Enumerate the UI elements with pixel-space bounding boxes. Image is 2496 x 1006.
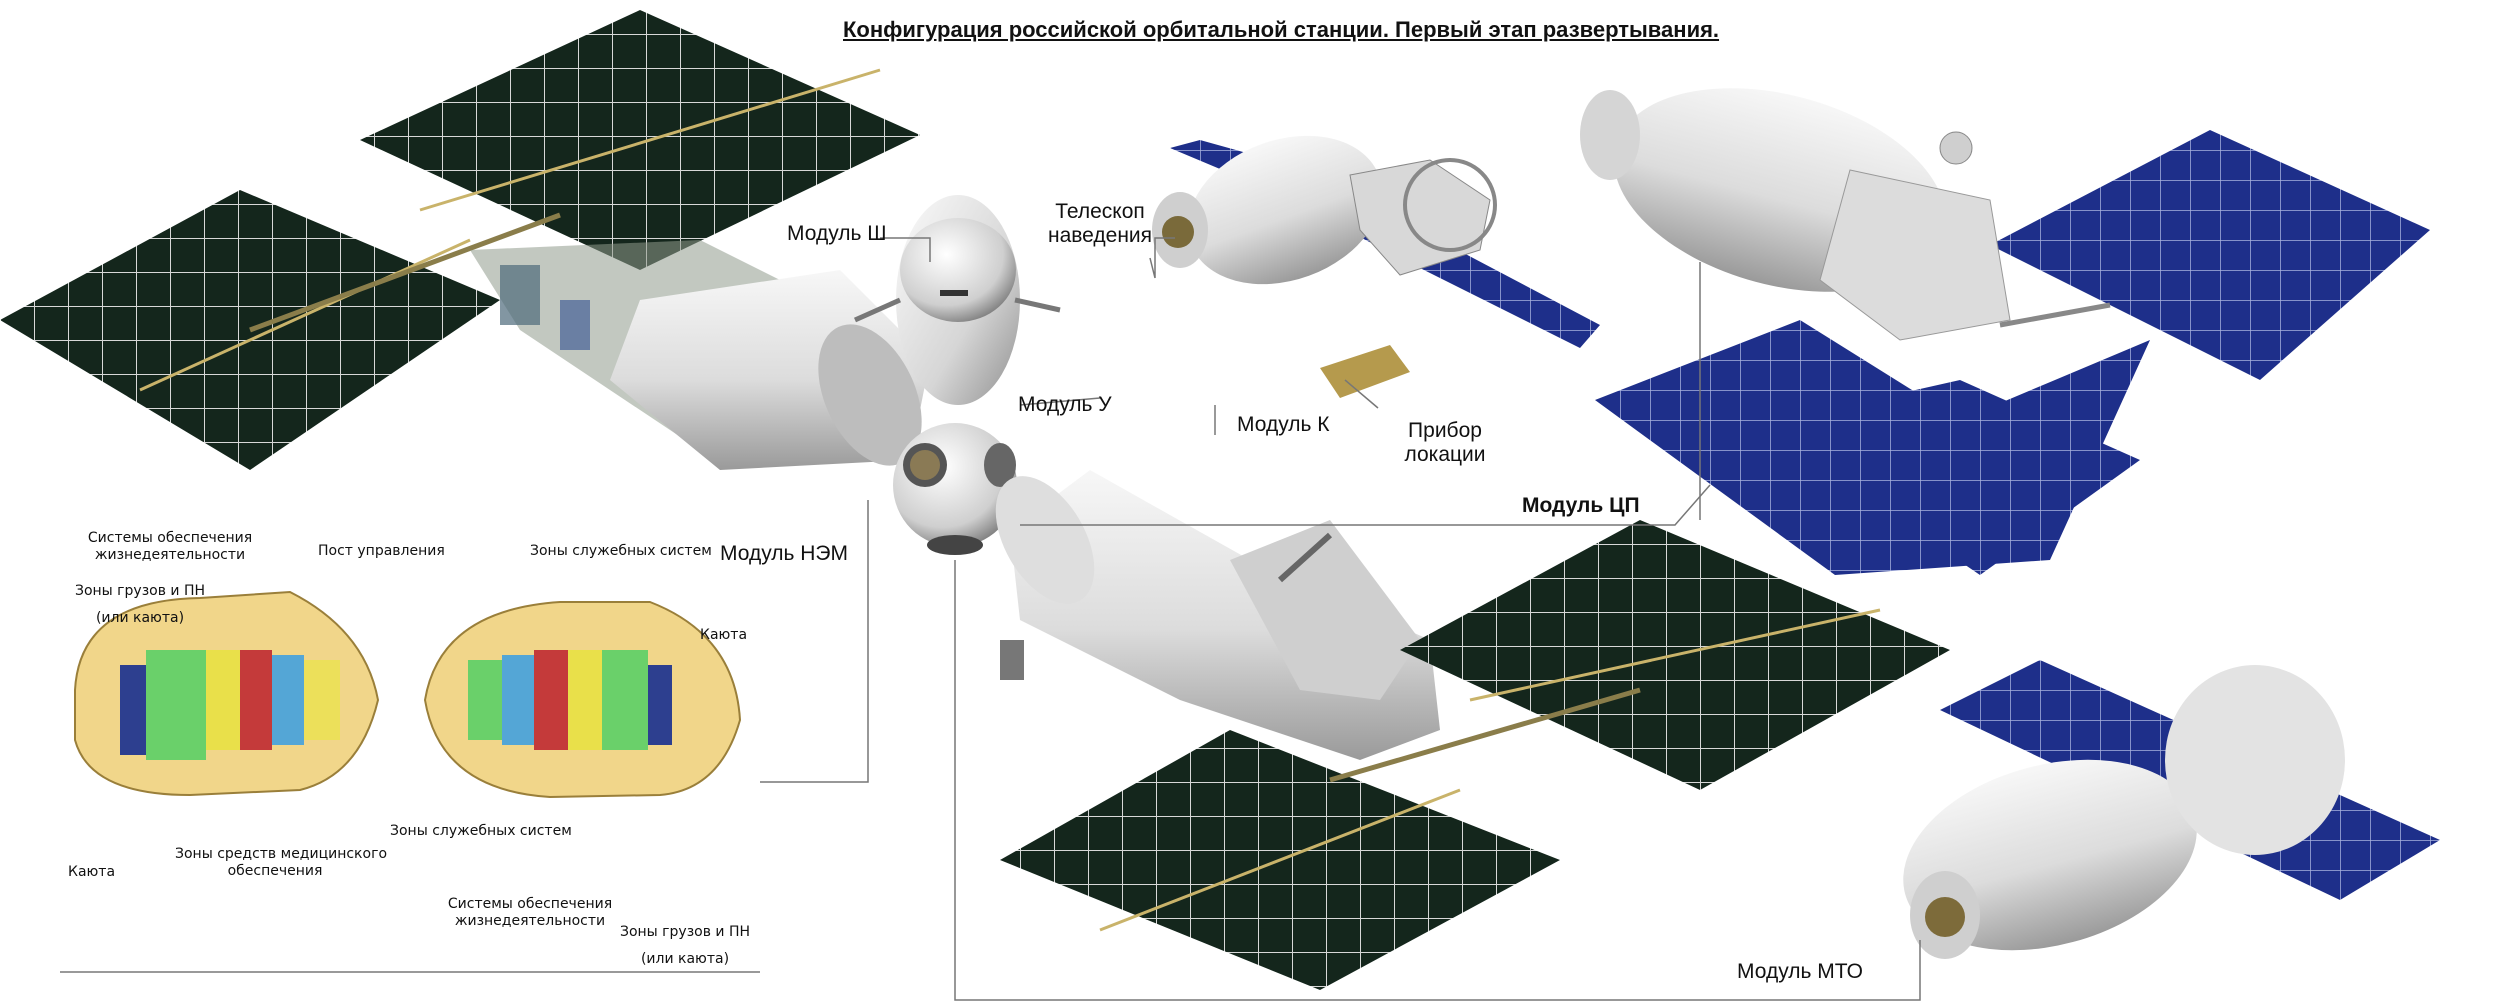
label-modul-cp: Модуль ЦП <box>1522 494 1640 517</box>
diagram-title: Конфигурация российской орбитальной стан… <box>843 17 1720 42</box>
module-mto <box>1903 660 2440 959</box>
label-pribor-line1: Прибор <box>1408 419 1482 442</box>
module-sh <box>853 195 1061 405</box>
leader-lines <box>760 237 1921 1001</box>
inset-label-life-support-bottom-1: Системы обеспечения <box>447 896 613 912</box>
inset-label-life-support-top-2: жизнедеятельности <box>94 547 246 563</box>
label-pribor-line2: локации <box>1404 443 1486 466</box>
nem-truss <box>249 212 561 333</box>
nodal-module <box>893 423 1017 555</box>
inset-label-medical-2: обеспечения <box>227 863 323 879</box>
nem-solar-array-upper <box>360 10 920 270</box>
inset-label-cargo-right-1: Зоны грузов и ПН <box>619 924 751 940</box>
inset-label-life-support-top-1: Системы обеспечения <box>87 530 253 546</box>
cp-solar-array-upper <box>1400 520 1950 790</box>
label-modul-mto: Модуль МТО <box>1737 960 1863 983</box>
inset-label-life-support-bottom-2: жизнедеятельности <box>454 913 606 929</box>
label-pribor-lokacii: Прибор локации <box>1395 419 1495 467</box>
inset-label-cabin-right: Каюта <box>700 627 748 643</box>
nem-module <box>470 240 930 470</box>
module-cp <box>995 470 1440 760</box>
label-modul-k: Модуль К <box>1237 413 1330 436</box>
inset-label-medical: Зоны средств медицинского обеспечения <box>175 846 388 880</box>
cp-solar-array-lower <box>1000 730 1560 990</box>
inset-label-cargo-right-2: (или каюта) <box>640 951 730 967</box>
inset-nem-layout <box>60 590 760 973</box>
label-modul-sh: Модуль Ш <box>787 222 887 245</box>
label-teleskop: Телескоп наведения <box>1040 200 1160 248</box>
inset-label-medical-1: Зоны средств медицинского <box>175 846 388 862</box>
inset-label-service-top: Зоны служебных систем <box>530 543 712 559</box>
inset-label-cargo-left-2: (или каюта) <box>95 610 185 626</box>
inset-label-life-support-bottom: Системы обеспечения жизнедеятельности <box>445 896 615 930</box>
label-teleskop-line1: Телескоп <box>1055 200 1145 223</box>
cp-truss <box>1329 687 1641 783</box>
label-teleskop-line2: наведения <box>1047 224 1153 247</box>
inset-label-control-post: Пост управления <box>318 543 445 559</box>
label-modul-u: Модуль У <box>1018 393 1112 416</box>
inset-label-service-bottom: Зоны служебных систем <box>390 823 572 839</box>
inset-label-cargo-right: Зоны грузов и ПН (или каюта) <box>615 924 755 968</box>
inset-label-cabin-left: Каюта <box>68 864 116 880</box>
top-right-assembly <box>1580 88 2430 575</box>
label-modul-nem: Модуль НЭМ <box>720 542 849 565</box>
inset-label-life-support-top: Системы обеспечения жизнедеятельности <box>85 530 255 564</box>
module-k <box>1152 135 1600 398</box>
inset-label-cargo-left: Зоны грузов и ПН (или каюта) <box>65 583 215 627</box>
inset-label-cargo-left-1: Зоны грузов и ПН <box>74 583 206 599</box>
